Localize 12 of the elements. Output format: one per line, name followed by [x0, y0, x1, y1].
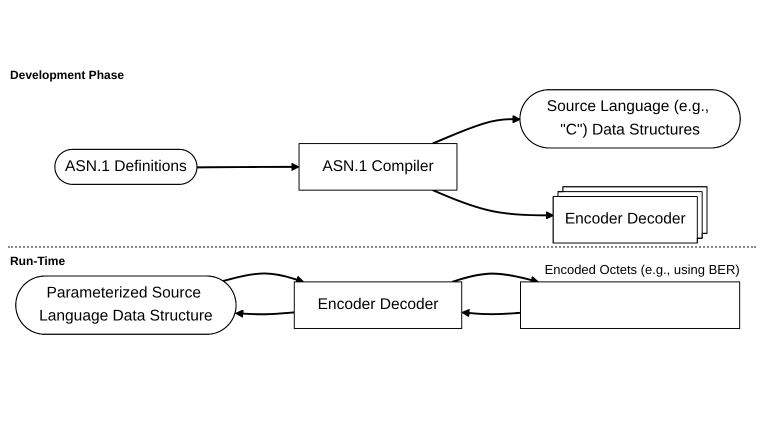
node-bar: [520, 281, 740, 329]
section-heading: Development Phase: [10, 68, 124, 82]
arrow: [235, 309, 294, 318]
arrow: [222, 272, 304, 284]
node-box: ASN.1 Compiler: [298, 143, 458, 191]
arrow: [432, 114, 521, 144]
arrow: [197, 162, 300, 172]
node-box: Encoder Decoder: [294, 281, 462, 329]
node-caption: Encoded Octets (e.g., using BER): [544, 262, 740, 277]
section-heading: Run-Time: [10, 254, 66, 268]
arrow: [432, 189, 554, 220]
arrow: [461, 308, 521, 318]
